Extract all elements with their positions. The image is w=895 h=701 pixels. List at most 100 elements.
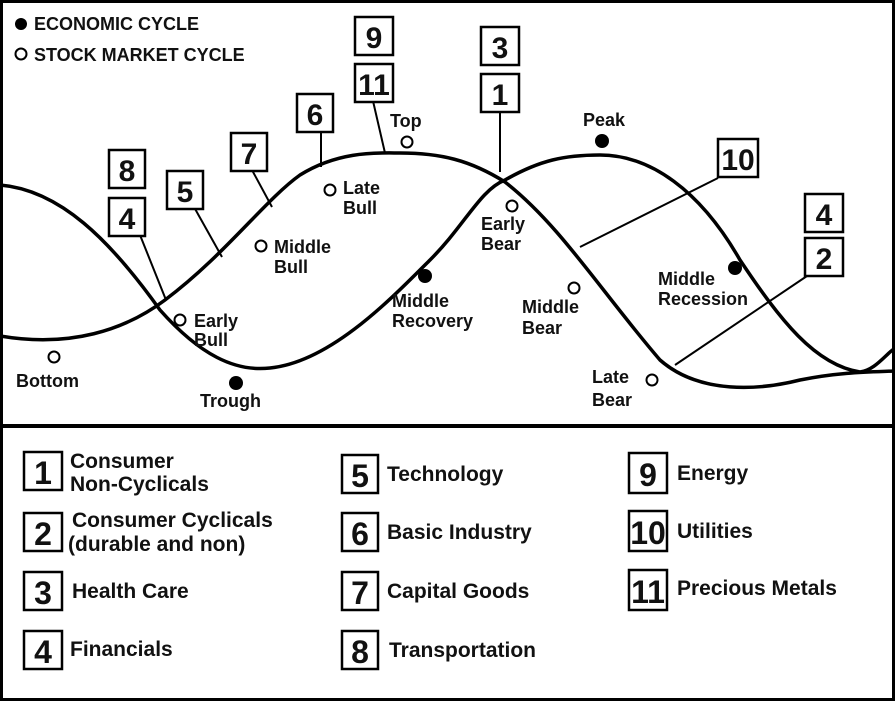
callout-8-num: 8 bbox=[119, 155, 136, 188]
label-middle-recession-1: Middle bbox=[658, 269, 715, 289]
key-1-num: 1 bbox=[34, 455, 52, 491]
callout-1-num: 1 bbox=[492, 79, 509, 112]
key-item-6: 6 Basic Industry bbox=[340, 511, 532, 553]
key-9-num: 9 bbox=[639, 457, 657, 493]
key-5-num: 5 bbox=[351, 458, 369, 494]
economic-cycle-curve bbox=[0, 153, 895, 374]
label-middle-bear-2: Bear bbox=[522, 318, 562, 338]
stock-stages: Bottom Early Bull Middle Bull Late Bull … bbox=[16, 111, 659, 410]
label-middle-bear-1: Middle bbox=[522, 297, 579, 317]
label-late-bull-1: Late bbox=[343, 178, 380, 198]
callout-7-num: 7 bbox=[241, 138, 258, 171]
callout-4-left: 4 bbox=[107, 196, 147, 238]
label-early-bull-2: Bull bbox=[194, 330, 228, 350]
callout-7: 7 bbox=[229, 131, 269, 173]
key-11-label: Precious Metals bbox=[677, 577, 837, 600]
legend-economic: ECONOMIC CYCLE bbox=[34, 14, 199, 34]
callout-leaders bbox=[139, 100, 808, 366]
callout-9: 9 bbox=[353, 15, 395, 57]
key-4-num: 4 bbox=[34, 634, 52, 670]
callout-11-num: 11 bbox=[358, 69, 390, 102]
key-1-label-line1: Consumer bbox=[70, 450, 174, 473]
label-early-bear-2: Bear bbox=[481, 234, 521, 254]
callout-4-right: 4 bbox=[803, 192, 845, 234]
bottom-marker bbox=[47, 350, 61, 364]
peak-marker bbox=[595, 134, 609, 148]
middle-bull-marker bbox=[254, 239, 268, 253]
callout-2: 2 bbox=[803, 236, 845, 278]
callout-5: 5 bbox=[165, 169, 205, 211]
key-10-num: 10 bbox=[630, 515, 666, 551]
callout-5-num: 5 bbox=[177, 176, 194, 209]
label-peak: Peak bbox=[583, 110, 626, 130]
key-item-11: 11 Precious Metals bbox=[627, 568, 837, 612]
key-item-4: 4 Financials bbox=[22, 629, 173, 671]
key-4-label: Financials bbox=[70, 638, 173, 661]
label-late-bull-2: Bull bbox=[343, 198, 377, 218]
early-bear-marker bbox=[505, 199, 519, 213]
callout-4-right-num: 4 bbox=[816, 199, 833, 232]
callout-8: 8 bbox=[107, 148, 147, 190]
callout-10-num: 10 bbox=[721, 144, 754, 177]
early-bull-marker bbox=[173, 313, 187, 327]
label-late-bear-2: Bear bbox=[592, 390, 632, 410]
key-3-num: 3 bbox=[34, 575, 52, 611]
key-item-10: 10 Utilities bbox=[627, 509, 753, 553]
stock-cycle-marker bbox=[14, 47, 28, 61]
callout-2-num: 2 bbox=[816, 243, 833, 276]
key-11-num: 11 bbox=[631, 574, 665, 610]
key-9-label: Energy bbox=[677, 462, 749, 485]
label-early-bear-1: Early bbox=[481, 214, 525, 234]
middle-recession-marker bbox=[728, 261, 742, 275]
label-early-bull-1: Early bbox=[194, 311, 238, 331]
callout-boxes: 8 4 5 7 6 9 11 3 bbox=[107, 15, 845, 278]
stock-market-curve bbox=[0, 151, 895, 390]
label-bottom: Bottom bbox=[16, 371, 79, 391]
label-middle-recovery-1: Middle bbox=[392, 291, 449, 311]
middle-bear-marker bbox=[567, 281, 581, 295]
key-10-label: Utilities bbox=[677, 520, 753, 543]
key-item-3: 3 Health Care bbox=[22, 570, 189, 612]
key-6-label: Basic Industry bbox=[387, 521, 532, 544]
label-middle-recovery-2: Recovery bbox=[392, 311, 473, 331]
key-7-label: Capital Goods bbox=[387, 580, 529, 603]
callout-6-num: 6 bbox=[307, 99, 324, 132]
late-bear-marker bbox=[645, 373, 659, 387]
leader-5 bbox=[193, 206, 223, 258]
key-7-num: 7 bbox=[351, 575, 369, 611]
legend: ECONOMIC CYCLE STOCK MARKET CYCLE bbox=[14, 14, 245, 65]
middle-recovery-marker bbox=[418, 269, 432, 283]
callout-10: 10 bbox=[716, 137, 760, 179]
key-3-label: Health Care bbox=[72, 580, 189, 603]
callout-4-left-num: 4 bbox=[119, 203, 136, 236]
leader-11 bbox=[372, 100, 386, 154]
callout-3: 3 bbox=[479, 25, 521, 67]
label-middle-bull-2: Bull bbox=[274, 257, 308, 277]
leader-7 bbox=[251, 169, 273, 208]
leader-2 bbox=[674, 275, 808, 366]
late-bull-marker bbox=[323, 183, 337, 197]
label-top: Top bbox=[390, 111, 422, 131]
key-8-label: Transportation bbox=[389, 639, 536, 662]
key-item-2: 2 Consumer Cyclicals (durable and non) bbox=[22, 509, 273, 556]
label-trough: Trough bbox=[200, 391, 261, 411]
key-2-num: 2 bbox=[34, 516, 52, 552]
sector-key: 1 Consumer Non-Cyclicals 2 Consumer Cycl… bbox=[22, 450, 837, 671]
economic-stages: Trough Middle Recovery Peak Middle Reces… bbox=[200, 110, 748, 411]
key-item-8: 8 Transportation bbox=[340, 629, 536, 671]
key-8-num: 8 bbox=[351, 634, 369, 670]
key-5-label: Technology bbox=[387, 463, 504, 486]
legend-stock: STOCK MARKET CYCLE bbox=[34, 45, 245, 65]
key-1-label-line2: Non-Cyclicals bbox=[70, 473, 209, 496]
key-item-1: 1 Consumer Non-Cyclicals bbox=[22, 450, 209, 496]
callout-11: 11 bbox=[353, 62, 395, 104]
callout-3-num: 3 bbox=[492, 32, 509, 65]
key-item-9: 9 Energy bbox=[627, 451, 749, 495]
callout-6: 6 bbox=[295, 92, 335, 134]
callout-1: 1 bbox=[479, 72, 521, 114]
top-marker bbox=[400, 135, 414, 149]
leader-4 bbox=[139, 234, 167, 301]
label-middle-recession-2: Recession bbox=[658, 289, 748, 309]
